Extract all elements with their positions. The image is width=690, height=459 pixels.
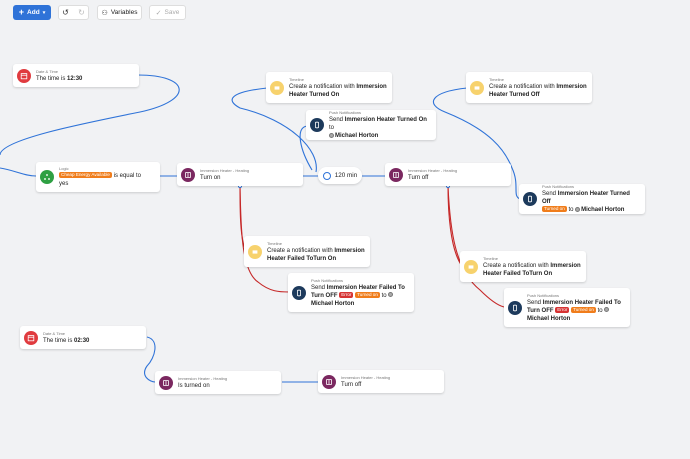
undo-icon[interactable]: ↺ <box>62 8 69 17</box>
plus-icon: + <box>18 7 25 17</box>
action-timeline-2[interactable]: Timeline Create a notification with Imme… <box>466 72 592 103</box>
action-timeline-3[interactable]: Timeline Create a notification with Imme… <box>244 236 370 267</box>
action-timeline-1[interactable]: Timeline Create a notification with Imme… <box>266 72 392 103</box>
chevron-down-icon: ▾ <box>42 9 46 16</box>
undo-redo-group: ↺ ↻ <box>58 5 89 20</box>
action-heater-turn-off-2[interactable]: Immersion Heater - Heating Turn off <box>318 370 444 393</box>
phone-icon <box>523 192 537 206</box>
redo-icon[interactable]: ↻ <box>78 8 85 17</box>
action-push-notification-1[interactable]: Push Notifications Send Immersion Heater… <box>306 110 436 140</box>
heater-icon <box>181 167 195 182</box>
user-avatar-icon <box>329 132 334 138</box>
add-button[interactable]: + Add ▾ <box>13 5 51 20</box>
action-heater-turn-off[interactable]: Immersion Heater - Heating Turn off <box>385 163 511 186</box>
variables-button[interactable]: ⚇ Variables <box>97 5 142 20</box>
user-avatar-icon <box>388 292 394 298</box>
timeline-icon <box>270 80 284 95</box>
state-tag: Turned on <box>542 206 567 213</box>
heater-icon <box>322 374 336 389</box>
delay-node[interactable]: 120 min <box>318 167 362 184</box>
calendar-icon <box>17 68 31 83</box>
action-push-notification-2[interactable]: Push Notifications Send Immersion Heater… <box>519 184 645 214</box>
condition-logic[interactable]: Logic Cheap Energy Available is equal to… <box>36 162 160 192</box>
phone-icon <box>292 285 306 300</box>
phone-icon <box>310 118 324 132</box>
logic-icon <box>40 170 54 184</box>
heater-icon <box>159 375 173 390</box>
error-tag: Error <box>339 291 354 298</box>
error-tag: Error <box>555 306 570 313</box>
action-heater-turn-on[interactable]: Immersion Heater - Heating Turn on <box>177 163 303 186</box>
trigger-date-time-1[interactable]: Date & Time The time is 12:30 <box>13 64 139 87</box>
check-icon: ✓ <box>155 9 162 17</box>
action-push-notification-4[interactable]: Push Notifications Send Immersion Heater… <box>504 288 630 327</box>
user-avatar-icon <box>575 206 581 212</box>
heater-icon <box>389 167 403 182</box>
clock-icon <box>322 171 331 180</box>
user-avatar-icon <box>604 307 610 313</box>
timeline-icon <box>470 80 484 95</box>
condition-heater-is-turned-on[interactable]: Immersion Heater - Heating Is turned on <box>155 371 281 394</box>
timeline-icon <box>464 259 478 274</box>
action-push-notification-3[interactable]: Push Notifications Send Immersion Heater… <box>288 273 414 312</box>
state-tag: Turned on <box>571 306 596 313</box>
variable-tag: Cheap Energy Available <box>59 172 112 179</box>
variables-icon: ⚇ <box>101 9 108 17</box>
trigger-date-time-2[interactable]: Date & Time The time is 02:30 <box>20 326 146 349</box>
state-tag: Turned on <box>355 291 380 298</box>
phone-icon <box>508 300 522 315</box>
save-button[interactable]: ✓ Save <box>149 5 186 20</box>
action-timeline-4[interactable]: Timeline Create a notification with Imme… <box>460 251 586 282</box>
timeline-icon <box>248 244 262 259</box>
calendar-icon <box>24 330 38 345</box>
